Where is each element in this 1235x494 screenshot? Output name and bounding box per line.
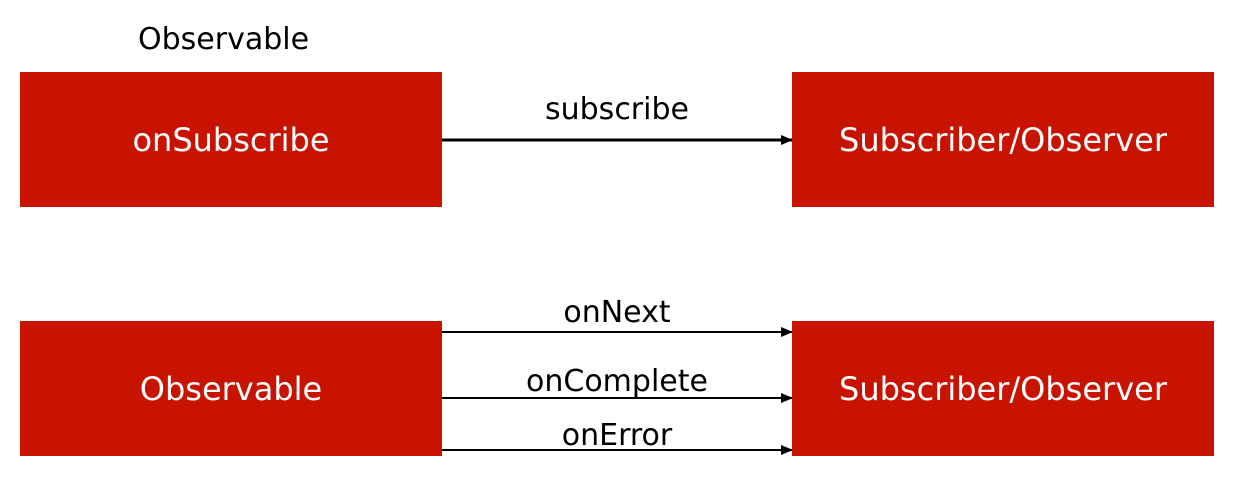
observable-box-label: Observable [139,369,323,408]
on-subscribe-box-label: onSubscribe [132,120,330,159]
subscriber-observer-box-top-label: Subscriber/Observer [839,120,1167,159]
subscriber-observer-box-bottom: Subscriber/Observer [792,321,1214,456]
observable-caption: Observable [138,22,310,57]
subscriber-observer-box-bottom-label: Subscriber/Observer [839,369,1167,408]
on-complete-label: onComplete [526,364,708,399]
subscriber-observer-box-top: Subscriber/Observer [792,72,1214,207]
subscribe-arrow-label: subscribe [545,92,689,127]
on-next-label: onNext [563,295,671,330]
on-subscribe-box: onSubscribe [20,72,442,207]
observable-box: Observable [20,321,442,456]
on-error-label: onError [561,418,673,453]
